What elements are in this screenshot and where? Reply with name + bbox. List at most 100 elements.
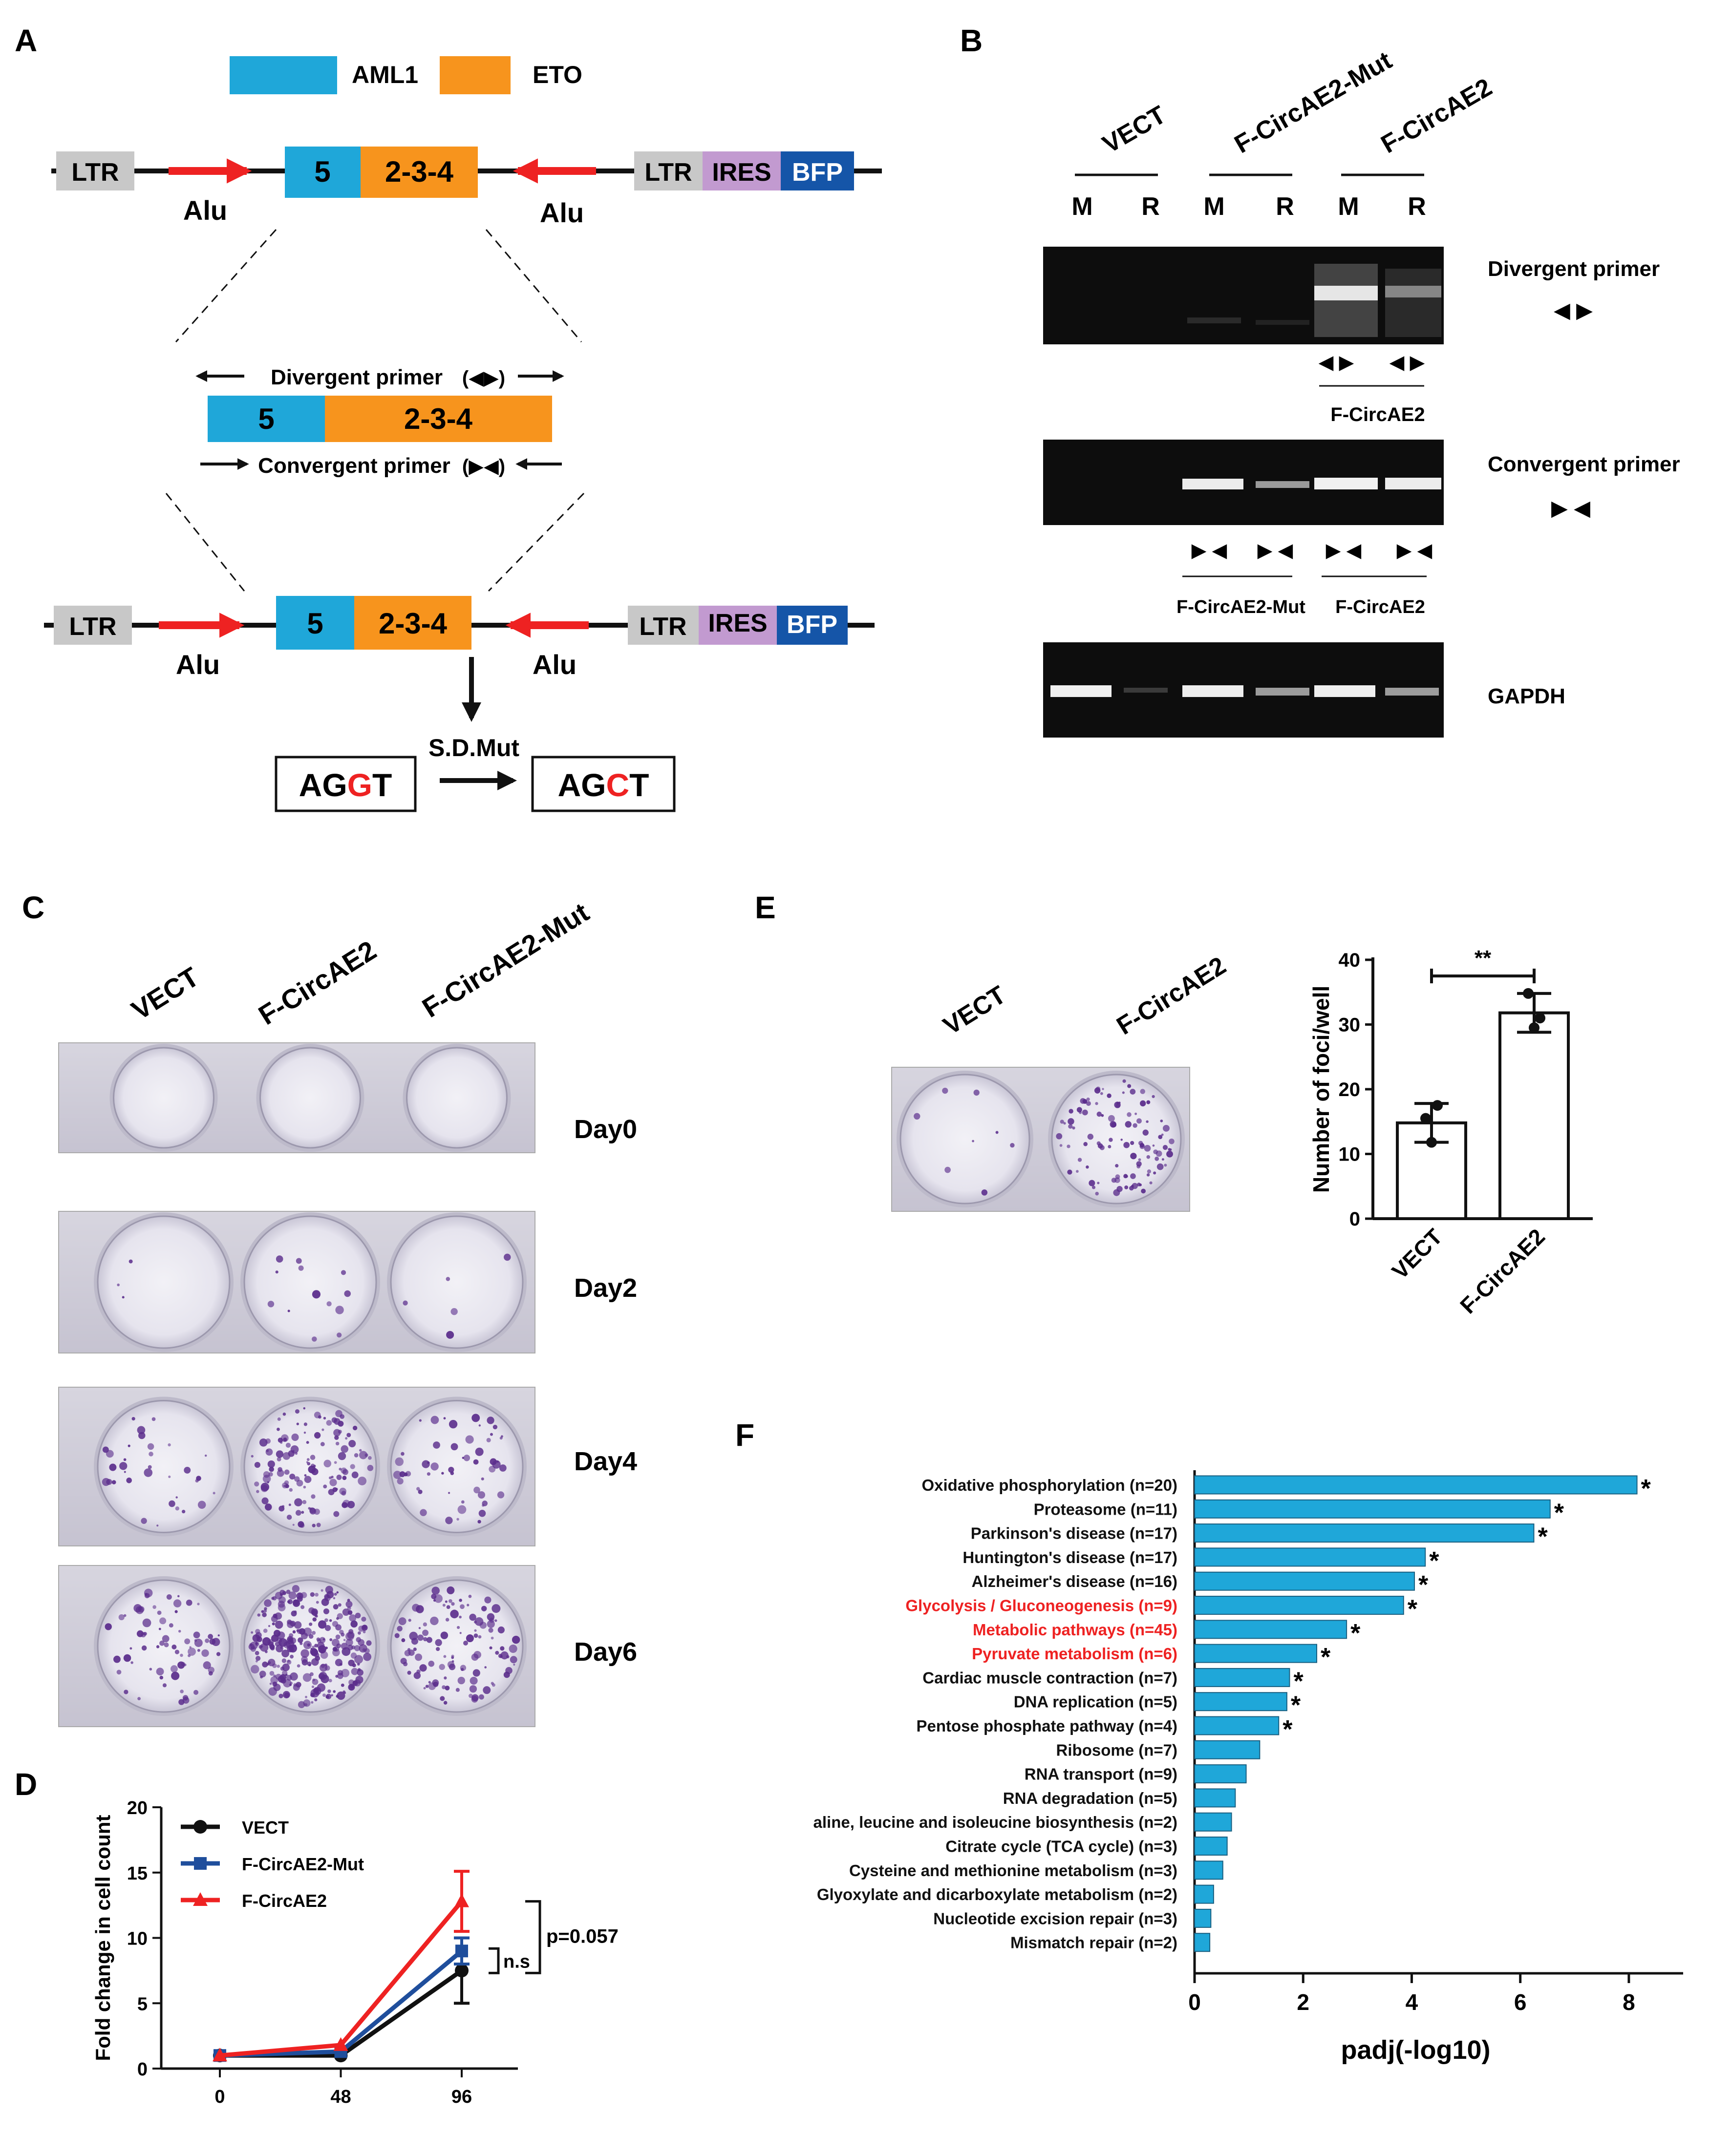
colony-dot [298,1701,305,1709]
colony-dot [435,1639,442,1647]
colony-dot [162,1683,167,1688]
colony-dot [333,1511,340,1517]
colony-dot [342,1608,350,1616]
category-label: RNA transport (n=9) [1025,1765,1177,1783]
colony-dot [335,1306,344,1314]
colony-dot [323,1608,329,1614]
y-axis-label: Number of foci/well [1308,986,1334,1193]
bar [1194,1812,1232,1832]
gel-smear [1385,269,1441,337]
gel-row-label-gapdh: GAPDH [1488,684,1565,708]
colony-dot [305,1695,307,1698]
sig-marker: * [1554,1499,1564,1527]
category-label: Alzheimer's disease (n=16) [972,1572,1177,1590]
colony-dot [419,1419,422,1422]
colony-dot [471,1414,480,1422]
colony-dot [303,1485,306,1489]
primer-icon: ▶ ◀ [1397,540,1433,561]
colony-dot [277,1631,285,1640]
sig-label: ** [1475,946,1492,970]
colony-dot [254,1461,260,1468]
colony-dot [119,1462,128,1470]
colony-dot [281,1658,287,1663]
colony-dot [217,1634,220,1637]
colony-dot [488,1628,493,1633]
colony-dot [1087,1134,1094,1140]
colony-dot [1146,1173,1150,1177]
colony-dot [138,1432,146,1439]
colony-dot [177,1595,180,1598]
colony-dot [326,1693,332,1699]
colony-dot [399,1471,406,1478]
colony-dot [325,1585,333,1594]
colony-dot [433,1441,440,1449]
category-label: Parkinson's disease (n=17) [971,1524,1177,1543]
colony-dot [184,1638,191,1645]
colony-dot [281,1649,290,1658]
category-label: Glyoxylate and dicarboxylate metabolism … [817,1885,1177,1903]
colony-dot [279,1589,285,1596]
colony-dot [171,1671,180,1680]
colony-dot [193,1631,200,1639]
y-tick-label: 0 [137,2059,148,2080]
category-label: Pyruvate metabolism (n=6) [972,1645,1177,1663]
sig-marker: * [1350,1619,1361,1648]
colony-dot [448,1492,450,1494]
colony-dot [335,1634,341,1640]
colony-dot [1010,1143,1015,1148]
colony-dot [339,1467,342,1471]
colony-dot [1133,1123,1137,1128]
ltr-label: LTR [69,613,116,641]
colony-dot [1144,1144,1151,1152]
ltr-label: LTR [639,613,686,641]
colony-dot [336,1694,339,1698]
colony-dot [345,1601,353,1608]
sig-marker: * [1538,1523,1548,1551]
plate-column-label: F-CircAE2 [253,934,382,1031]
colony-dot [1097,1182,1100,1184]
colony-dot [1068,1118,1074,1125]
colony-dot [1120,1139,1123,1141]
data-point [1535,1013,1545,1024]
colony-dot [159,1640,165,1646]
gel-band [1314,478,1378,489]
colony-dot [248,1644,255,1650]
colony-dot [256,1490,259,1493]
ns-bracket [489,1947,500,1974]
colony-dot [1160,1120,1163,1122]
colony-dot [1116,1186,1123,1192]
y-tick-label: 10 [1339,1144,1361,1165]
colony-dot [271,1615,278,1623]
plate-column-label: F-CircAE2-Mut [417,897,594,1024]
colony-dot [290,1654,294,1659]
colony-dot [1140,1089,1145,1094]
colony-dot [335,1441,340,1446]
bfp-label: BFP [787,611,837,639]
colony-dot [183,1663,187,1667]
colony-dot [333,1597,336,1600]
colony-dot [1140,1100,1146,1107]
colony-dot [263,1471,270,1478]
colony-dot [267,1481,269,1483]
colony-dot [425,1685,429,1688]
colony-dot [445,1618,449,1622]
colony-dot [473,1486,480,1494]
colony-dot [465,1435,474,1444]
colony-dot [1124,1185,1129,1189]
colony-dot [328,1489,335,1496]
colony-dot [481,1477,484,1480]
colony-dot [164,1642,169,1648]
colony-dot [368,1456,372,1460]
colony-dot [1169,1148,1172,1151]
gel-group-mut: F-CircAE2-Mut [1230,46,1397,159]
colony-dot [491,1636,494,1640]
lane-labels: M R M R M R [1071,192,1426,221]
colony-dot [445,1685,450,1691]
colony-dot [343,1639,346,1641]
colony-dot [272,1622,275,1626]
colony-dot [1161,1158,1164,1161]
colony-dot [1125,1121,1132,1128]
colony-dot [197,1501,206,1509]
colony-dot [318,1673,325,1680]
